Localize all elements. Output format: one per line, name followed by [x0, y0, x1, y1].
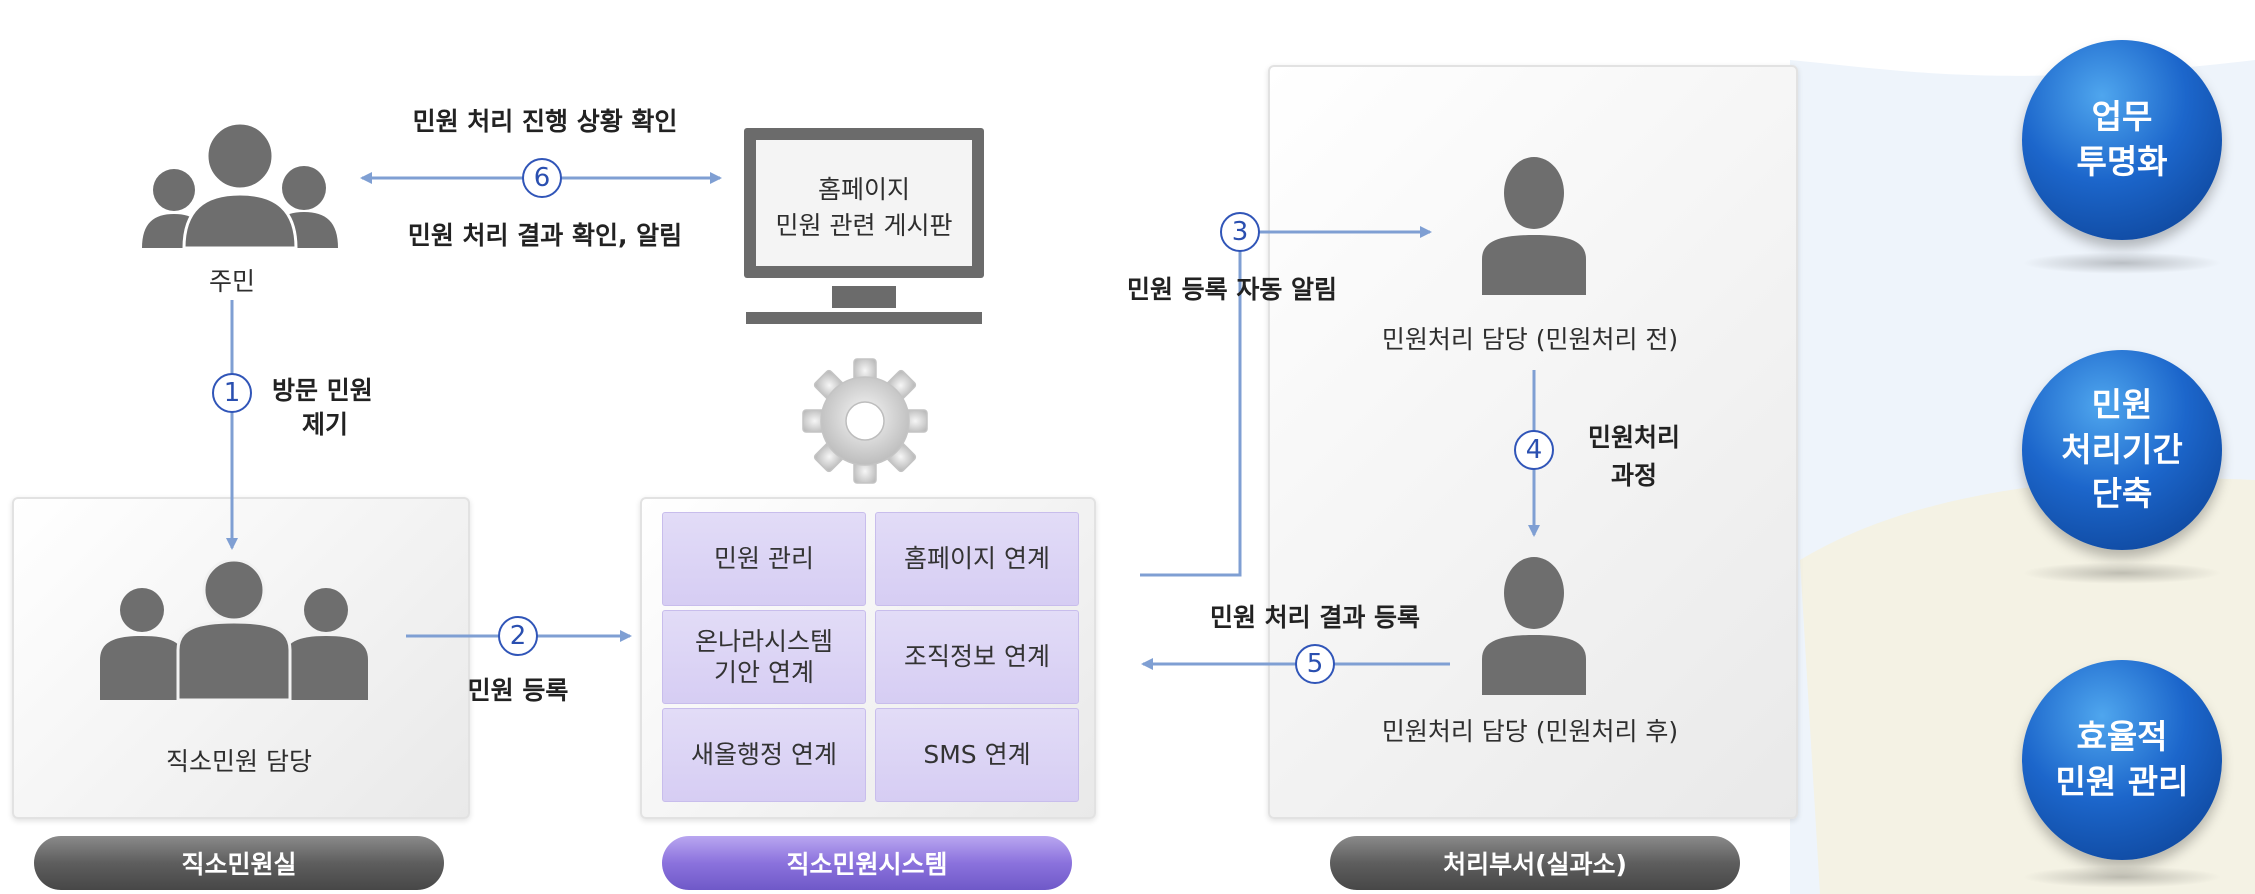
badge-shadow-1 — [2022, 252, 2222, 274]
process-label-line2: 과정 — [1610, 461, 1658, 490]
module-onnara-link: 온나라시스템 기안 연계 — [662, 610, 866, 704]
progress-check-label: 민원 처리 진행 상황 확인 — [412, 107, 678, 136]
process-label-line1: 민원처리 — [1587, 423, 1681, 452]
step-2-circle: 2 — [498, 616, 538, 656]
badge-shadow-3 — [2022, 866, 2222, 888]
desk-officer-group-icon — [100, 560, 368, 700]
resident-label: 주민 — [208, 267, 256, 296]
department-section-label: 처리부서(실과소) — [1330, 836, 1740, 890]
handler-after-label: 민원처리 담당 (민원처리 후) — [1381, 717, 1679, 746]
handler-after-icon — [1482, 557, 1586, 695]
gear-icon — [802, 358, 928, 484]
system-section-label: 직소민원시스템 — [662, 836, 1072, 890]
module-complaint-management: 민원 관리 — [662, 512, 866, 606]
desk-officer-label: 직소민원 담당 — [166, 747, 312, 776]
visit-label-line2: 제기 — [302, 410, 349, 439]
module-saeol-link: 새올행정 연계 — [662, 708, 866, 802]
module-homepage-link: 홈페이지 연계 — [875, 512, 1079, 606]
handler-before-icon — [1482, 157, 1586, 295]
step-6-circle: 6 — [522, 158, 562, 198]
resident-group-icon — [142, 121, 338, 248]
module-sms-link: SMS 연계 — [875, 708, 1079, 802]
handler-before-label: 민원처리 담당 (민원처리 전) — [1381, 325, 1679, 354]
register-label: 민원 등록 — [467, 676, 569, 705]
step-3-circle: 3 — [1220, 212, 1260, 252]
step-5-circle: 5 — [1295, 644, 1335, 684]
result-register-label: 민원 처리 결과 등록 — [1209, 603, 1421, 632]
benefit-badge-shortened-period: 민원 처리기간 단축 — [2022, 350, 2222, 550]
badge-shadow-2 — [2022, 562, 2222, 584]
visit-label-line1: 방문 민원 — [272, 376, 373, 405]
auto-notify-label: 민원 등록 자동 알림 — [1126, 275, 1338, 304]
benefit-badge-transparency: 업무 투명화 — [2022, 40, 2222, 240]
office-section-label: 직소민원실 — [34, 836, 444, 890]
monitor-text-line1: 홈페이지 — [817, 175, 911, 204]
benefit-badge-efficient-management: 효율적 민원 관리 — [2022, 660, 2222, 860]
module-org-info-link: 조직정보 연계 — [875, 610, 1079, 704]
monitor-text-line2: 민원 관련 게시판 — [775, 211, 953, 240]
step-1-circle: 1 — [212, 373, 252, 413]
step-4-circle: 4 — [1514, 430, 1554, 470]
result-check-label: 민원 처리 결과 확인, 알림 — [407, 221, 683, 250]
monitor-icon — [744, 128, 984, 324]
